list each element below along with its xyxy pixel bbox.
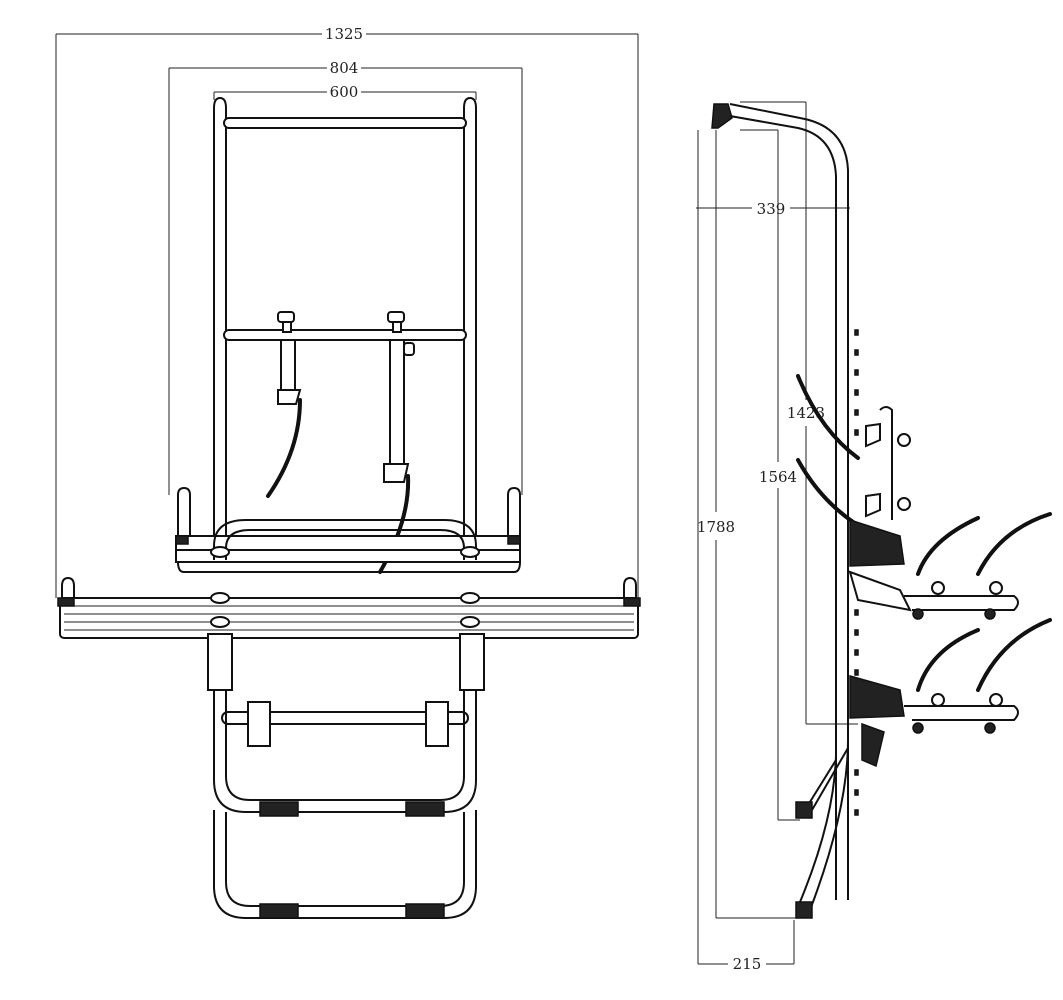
side-frame bbox=[711, 103, 849, 919]
upper-frame bbox=[213, 96, 477, 540]
dimension-339: 339 bbox=[696, 200, 850, 218]
dim-600-label: 600 bbox=[330, 83, 359, 101]
dimension-1325: 1325 bbox=[55, 25, 639, 598]
side-bike-carrier-lower bbox=[849, 618, 1052, 768]
dim-804-label: 804 bbox=[330, 59, 359, 77]
dim-1325-label: 1325 bbox=[325, 25, 363, 43]
dimension-1788: 1788 bbox=[697, 130, 800, 919]
front-view: 1325 804 600 bbox=[55, 25, 641, 919]
dimension-1564: 1564 bbox=[740, 129, 800, 821]
frame-clamps bbox=[210, 546, 480, 628]
dim-215-label: 215 bbox=[733, 955, 762, 973]
dim-339-label: 339 bbox=[757, 200, 786, 218]
side-wheel-holders bbox=[796, 374, 911, 526]
dimension-215: 215 bbox=[697, 130, 795, 973]
dim-1564-label: 1564 bbox=[759, 468, 797, 486]
adjustment-holes bbox=[854, 329, 859, 816]
bottom-rail bbox=[57, 576, 641, 639]
dimension-600: 600 bbox=[213, 83, 477, 101]
lower-platform bbox=[207, 633, 485, 919]
mid-rail bbox=[175, 486, 521, 573]
dimension-1423: 1423 bbox=[740, 101, 858, 725]
upper-hoop bbox=[213, 519, 477, 560]
side-bike-carrier-upper bbox=[848, 512, 1052, 620]
dim-1788-label: 1788 bbox=[697, 518, 735, 536]
wheel-arm-left bbox=[266, 311, 302, 498]
dimension-804: 804 bbox=[168, 59, 523, 495]
wheel-arm-right bbox=[378, 311, 415, 574]
side-view: 339 1423 1564 1788 215 bbox=[696, 101, 1052, 973]
